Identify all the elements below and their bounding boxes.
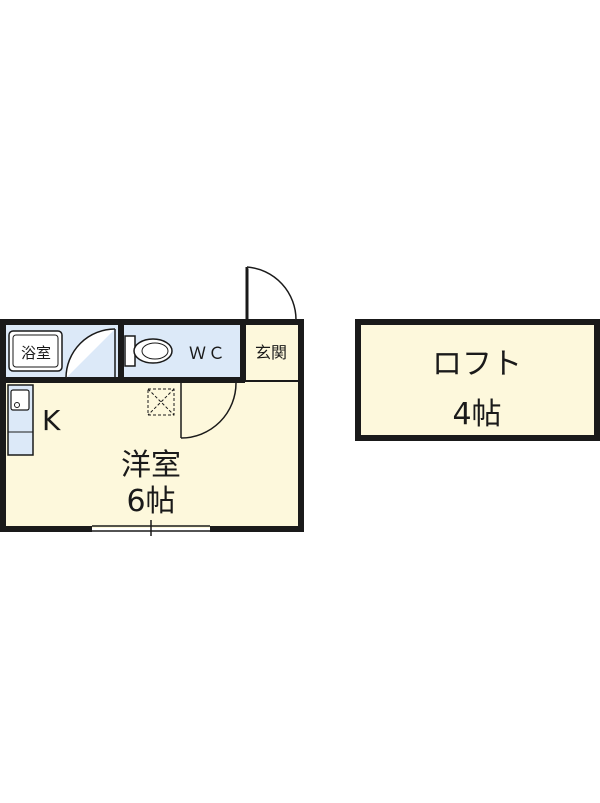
room-door bbox=[180, 382, 237, 439]
bath-label: 浴室 bbox=[21, 344, 51, 362]
main-unit: 浴室 ＷＣ 玄関 bbox=[0, 266, 304, 536]
western-room-label: 洋室 bbox=[121, 448, 181, 483]
entrance-label: 玄関 bbox=[255, 343, 287, 362]
loft-floor bbox=[355, 319, 600, 441]
loft: ロフト 4帖 bbox=[355, 319, 600, 441]
ventilation-fan-icon bbox=[147, 388, 175, 416]
entrance-floor bbox=[243, 324, 300, 380]
bathtub-icon bbox=[8, 330, 63, 372]
loft-size: 4帖 bbox=[452, 397, 501, 432]
western-room-size: 6帖 bbox=[126, 484, 175, 519]
loft-label: ロフト bbox=[432, 347, 522, 382]
western-room-floor bbox=[4, 382, 300, 528]
window bbox=[92, 520, 210, 536]
front-door bbox=[245, 266, 297, 321]
toilet-icon bbox=[124, 335, 173, 367]
bath-door bbox=[65, 328, 116, 379]
wc-label: ＷＣ bbox=[189, 344, 227, 364]
sink-icon bbox=[10, 389, 30, 411]
kitchen-label: K bbox=[42, 404, 61, 437]
